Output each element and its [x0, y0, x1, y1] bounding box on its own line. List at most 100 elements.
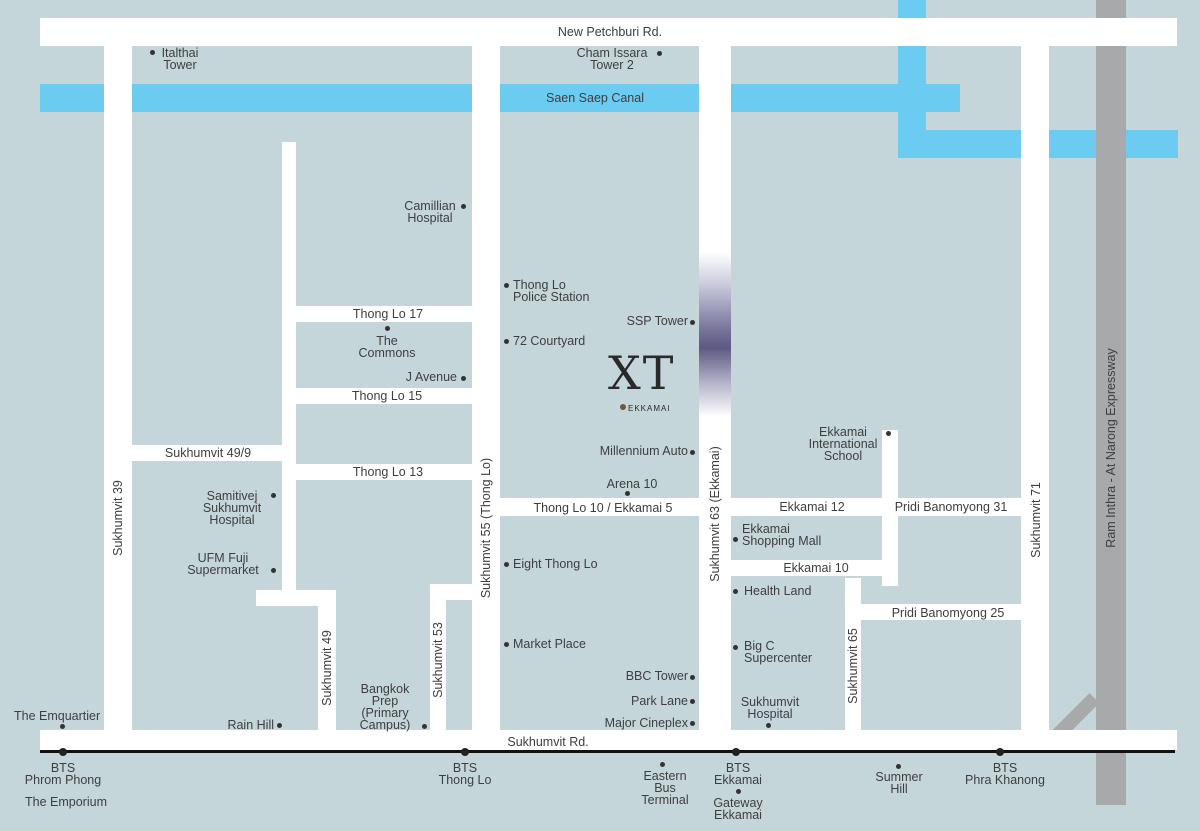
- place-dot-bbc: [690, 675, 695, 680]
- thong-lo-10-road: [498, 498, 701, 516]
- bts-station-thong-lo[interactable]: [461, 748, 469, 756]
- sukhumvit-road: [40, 730, 1177, 750]
- sukhumvit-49-9-road: [132, 445, 292, 461]
- place-label-rain-hill: Rain Hill: [227, 718, 274, 732]
- road-label-pridi-25: Pridi Banomyong 25: [891, 606, 1005, 620]
- ekkamai-school-soi: [882, 430, 898, 586]
- road-label-sukhumvit-39: Sukhumvit 39: [111, 480, 125, 556]
- road-label-sukhumvit-49-9: Sukhumvit 49/9: [164, 446, 252, 460]
- road-label-expressway: Ram Inthra - At Narong Expressway: [1104, 348, 1118, 548]
- sukhumvit-65-road: [845, 578, 861, 735]
- place-dot-market-place: [504, 642, 509, 647]
- saen-saep-canal: [40, 84, 960, 112]
- xt-logo-subtitle: EKKAMAI: [628, 404, 671, 413]
- place-label-major: Major Cineplex: [604, 716, 688, 730]
- road-label-thong-lo-17: Thong Lo 17: [352, 307, 424, 321]
- place-dot-arena: [625, 491, 630, 496]
- place-dot-police: [504, 283, 509, 288]
- place-label-bbc: BBC Tower: [625, 669, 688, 683]
- place-dot-eight: [504, 562, 509, 567]
- place-label-market-place: Market Place: [513, 637, 586, 651]
- station-label-emporium: The Emporium: [25, 795, 107, 809]
- thong-lo-15-road: [290, 388, 474, 404]
- ekkamai-10-road: [729, 560, 889, 576]
- xt-logo[interactable]: XT: [608, 346, 676, 400]
- road-label-sukhumvit-71: Sukhumvit 71: [1029, 482, 1043, 558]
- road-label-thong-lo-13: Thong Lo 13: [352, 465, 424, 479]
- place-dot-park-lane: [690, 699, 695, 704]
- bts-station-phra-khanong[interactable]: [996, 748, 1004, 756]
- project-highlight: [699, 252, 731, 417]
- road-label-sukhumvit-55: Sukhumvit 55 (Thong Lo): [479, 457, 493, 599]
- sukhumvit-71-road: [1021, 40, 1049, 735]
- place-dot-rain-hill: [277, 723, 282, 728]
- sukhumvit-49-spur: [256, 590, 336, 606]
- ekkamai-12-road: [729, 498, 1023, 516]
- place-dot-cham-issara: [657, 51, 662, 56]
- canal-label-saen-saep: Saen Saep Canal: [546, 91, 644, 105]
- road-label-sukhumvit: Sukhumvit Rd.: [507, 735, 589, 749]
- thong-lo-13-road: [290, 464, 474, 480]
- road-label-sukhumvit-63: Sukhumvit 63 (Ekkamai): [708, 446, 722, 582]
- place-dot-camillian: [461, 204, 466, 209]
- place-dot-italthai: [150, 50, 155, 55]
- place-dot-big-c: [733, 645, 738, 650]
- road-label-new-petchburi: New Petchburi Rd.: [557, 25, 663, 39]
- place-dot-eastern-bus: [660, 762, 665, 767]
- place-dot-health-land: [733, 589, 738, 594]
- sukhumvit-53-spur: [430, 584, 474, 600]
- sukhumvit-39-road: [104, 40, 132, 735]
- thong-lo-17-road: [290, 306, 474, 322]
- place-dot-bangkok-prep: [422, 724, 427, 729]
- place-label-j-avenue: J Avenue: [405, 370, 457, 384]
- road-label-ekkamai-12: Ekkamai 12: [779, 500, 845, 514]
- place-label-health-land: Health Land: [744, 584, 812, 598]
- road-label-ekkamai-10: Ekkamai 10: [783, 561, 849, 575]
- place-dot-ekkamai-school: [886, 431, 891, 436]
- place-dot-commons: [385, 326, 390, 331]
- place-dot-gateway: [736, 789, 741, 794]
- place-label-millennium: Millennium Auto: [599, 444, 688, 458]
- sukhumvit-55-road: [472, 40, 500, 735]
- bts-station-phrom-phong[interactable]: [59, 748, 67, 756]
- road-label-sukhumvit-53: Sukhumvit 53: [431, 622, 445, 698]
- place-dot-emquartier: [60, 724, 65, 729]
- xt-marker-icon: [620, 404, 626, 410]
- place-label-arena: Arena 10: [606, 477, 658, 491]
- place-label-emquartier: The Emquartier: [14, 709, 101, 723]
- place-dot-ekkamai-mall: [733, 537, 738, 542]
- sukhumvit-49-road: [318, 590, 336, 735]
- place-dot-millennium: [690, 450, 695, 455]
- place-dot-ufm: [271, 568, 276, 573]
- place-label-courtyard: 72 Courtyard: [513, 334, 586, 348]
- sukhumvit-53-road: [430, 584, 446, 734]
- place-dot-summer-hill: [896, 764, 901, 769]
- place-label-park-lane: Park Lane: [631, 694, 688, 708]
- new-petchburi-road: [40, 18, 1177, 46]
- place-label-eight: Eight Thong Lo: [513, 557, 598, 571]
- place-dot-major: [690, 721, 695, 726]
- soi-north-south-west: [282, 142, 296, 602]
- road-label-sukhumvit-49: Sukhumvit 49: [320, 630, 334, 706]
- road-label-thong-lo-10: Thong Lo 10 / Ekkamai 5: [533, 501, 673, 515]
- bts-station-ekkamai[interactable]: [732, 748, 740, 756]
- road-label-thong-lo-15: Thong Lo 15: [351, 389, 423, 403]
- place-dot-courtyard: [504, 339, 509, 344]
- expressway-road: [1096, 0, 1126, 805]
- place-dot-j-avenue: [461, 376, 466, 381]
